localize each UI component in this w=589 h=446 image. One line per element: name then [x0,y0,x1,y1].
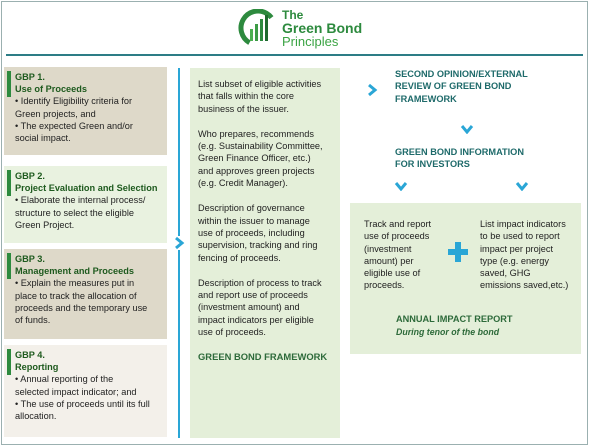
gbp-3-line: of funds. [15,315,51,326]
gbp-4-box: GBP 4. Reporting • Annual reporting of t… [4,345,167,437]
gbp-1-line: • The expected Green and/or [15,120,133,131]
track-report-line: proceeds. [364,280,405,291]
gbp-1-box: GBP 1. Use of Proceeds • Identify Eligib… [4,67,167,155]
impact-indicators-line: type (e.g. energy [480,255,549,266]
annual-impact-report-title: ANNUAL IMPACT REPORT [396,314,513,324]
framework-line: supervision, tracking and ring [198,240,318,251]
framework-line: business of the issuer. [198,103,289,114]
chevron-down-icon [394,182,408,191]
logo-text: The Green Bond Principles [282,8,363,49]
gbp-3-number: GBP 3. [15,254,45,264]
gbp-1-line: social impact. [15,133,71,144]
chevron-right-icon [368,83,378,97]
gbp-4-line: • Annual reporting of the [15,374,114,385]
impact-indicators-line: List impact indicators [480,219,566,229]
framework-line: Description of governance [198,203,305,214]
track-report-text: Track and report use of proceeds (invest… [364,218,449,292]
gbp-4-accent-bar [7,349,11,375]
green-bond-logo-icon [238,9,278,47]
plus-icon [448,242,468,262]
gbp-3-line: proceeds and the temporary use [15,302,148,313]
header-divider [6,54,583,56]
track-report-line: (investment [364,243,412,254]
framework-line: impact indicators per eligible [198,314,314,325]
framework-line: (e.g. Credit Manager). [198,178,288,189]
framework-line: Who prepares, recommends [198,128,314,139]
track-report-line: use of proceeds [364,231,430,242]
chevron-down-icon [460,125,474,134]
gbp-4-title: Reporting [15,362,59,373]
second-opinion-line: SECOND OPINION/EXTERNAL [395,69,528,79]
green-bond-framework-panel: List subset of eligible activities that … [190,68,340,438]
connector-line [178,68,180,438]
annual-impact-report-subtitle: During tenor of the bond [396,327,500,337]
framework-paragraph: Description of process to track and repo… [198,277,332,338]
framework-line: and report use of proceeds [198,290,308,301]
framework-paragraph: List subset of eligible activities that … [198,78,332,115]
framework-line: that falls within the core [198,91,295,102]
gbp-3-title: Management and Proceeds [15,266,134,277]
framework-line: fencing of proceeds. [198,252,281,263]
framework-line: use of proceeds, including [198,227,305,238]
annual-impact-report-panel: Track and report use of proceeds (invest… [350,203,581,354]
gbp-1-title: Use of Proceeds [15,84,87,95]
second-opinion-line: REVIEW OF GREEN BOND [395,81,512,92]
framework-line: within the issuer to manage [198,215,310,226]
gbp-1-line: • Identify Eligibility criteria for [15,96,133,107]
impact-indicators-line: impact per project [480,243,554,254]
gbp-2-number: GBP 2. [15,171,45,181]
framework-line: and approves green projects [198,165,315,176]
impact-indicators-line: saved, GHG [480,268,531,279]
track-report-line: Track and report [364,219,432,229]
gbp-4-number: GBP 4. [15,350,45,360]
gbp-1-accent-bar [7,71,11,97]
gbp-3-line: place to track the allocation of [15,290,137,301]
chevron-down-icon [515,182,529,191]
framework-paragraph: Who prepares, recommends (e.g. Sustainab… [198,128,332,189]
framework-line: (investment amount) and [198,302,300,313]
gbp-2-line: • Elaborate the internal process/ [15,195,146,206]
second-opinion-line: FRAMEWORK [395,93,457,104]
gbp-4-line: • The use of proceeds until its full [15,398,150,409]
framework-title: GREEN BOND FRAMEWORK [198,351,328,363]
framework-line: Green Finance Officer, etc.) [198,153,311,164]
second-opinion-title: SECOND OPINION/EXTERNAL REVIEW OF GREEN … [395,68,565,105]
bond-info-investors-title: GREEN BOND INFORMATION FOR INVESTORS [395,146,565,171]
framework-line: List subset of eligible activities [198,79,322,89]
logo-line-1: The [282,8,304,22]
framework-line: use of proceeds. [198,327,266,338]
gbp-3-line: • Explain the measures put in [15,278,135,289]
impact-indicators-line: emissions saved,etc.) [480,280,569,291]
framework-line: (e.g. Sustainability Committee, [198,141,323,152]
gbp-4-line: selected impact indicator; and [15,386,137,397]
framework-paragraph: Description of governance within the iss… [198,202,332,263]
gbp-2-line: Green Project. [15,219,75,230]
gbp-1-line: Green projects, and [15,108,96,119]
gbp-1-number: GBP 1. [15,72,45,82]
bond-info-line: FOR INVESTORS [395,159,470,170]
gbp-2-box: GBP 2. Project Evaluation and Selection … [4,166,167,243]
logo-line-3: Principles [282,34,339,49]
gbp-2-title: Project Evaluation and Selection [15,183,158,194]
gbp-3-accent-bar [7,253,11,279]
gbp-3-box: GBP 3. Management and Proceeds • Explain… [4,249,167,339]
logo-line-2: Green Bond [282,20,363,36]
track-report-line: amount) per [364,255,414,266]
track-report-line: eligible use of [364,268,421,279]
impact-indicators-line: to be used to report [480,231,560,242]
chevron-right-icon [173,236,185,250]
bond-info-line: GREEN BOND INFORMATION [395,147,524,157]
gbp-2-accent-bar [7,170,11,196]
gbp-4-line: allocation. [15,411,57,422]
impact-indicators-text: List impact indicators to be used to rep… [480,218,580,292]
header: The Green Bond Principles [0,0,589,56]
gbp-2-line: structure to select the eligible [15,207,134,218]
framework-line: Description of process to track [198,277,322,288]
